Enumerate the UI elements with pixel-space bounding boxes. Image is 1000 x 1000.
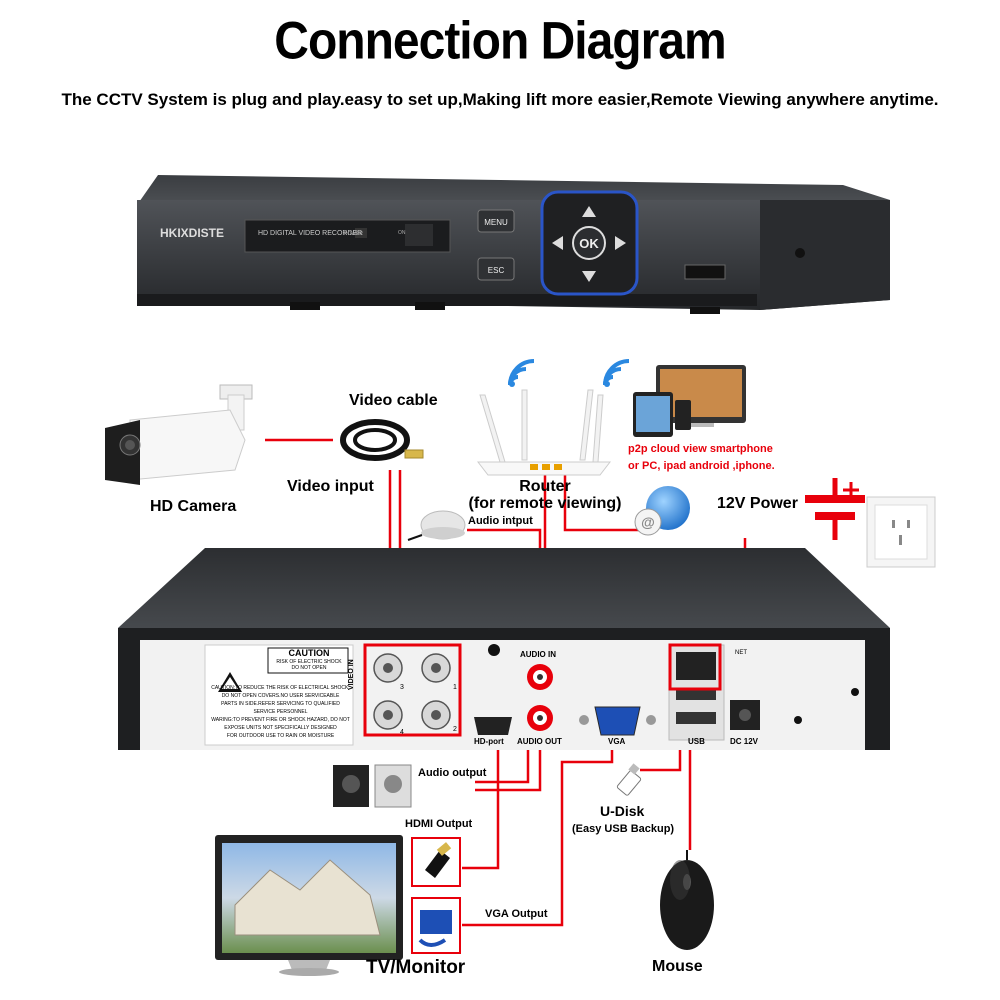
power-label: 12V Power <box>717 495 798 512</box>
vga-output-label: VGA Output <box>485 908 548 920</box>
wifi-icon <box>508 359 535 387</box>
svg-text:@: @ <box>641 514 655 530</box>
audio-in-port-label: AUDIO IN <box>520 650 556 659</box>
dvr-panel-label: HD DIGITAL VIDEO RECORDER <box>258 230 362 237</box>
bnc-number-3: 3 <box>400 684 404 691</box>
esc-button[interactable]: ESC <box>488 266 505 275</box>
hdmi-cable-icon <box>411 837 461 887</box>
audio-input-label: Audio intput <box>468 515 533 527</box>
tv-monitor-icon <box>215 835 403 976</box>
warning-text: CAUTION:TO REDUCE THE RISK OF ELECTRICAL… <box>211 685 350 739</box>
net-port-label: NET <box>735 650 747 656</box>
hd-camera <box>105 384 253 485</box>
dvr-power-label: POWER <box>344 231 363 237</box>
p2p-devices-icon <box>633 365 746 437</box>
caution-sub1: RISK OF ELECTRIC SHOCK <box>276 659 342 665</box>
audio-output-label: Audio output <box>418 767 487 779</box>
router-label: Router <box>519 478 571 495</box>
dc-port-label: DC 12V <box>730 737 759 746</box>
dvr-brand: HKIXDISTE <box>160 226 224 240</box>
tv-monitor-label: TV/Monitor <box>366 957 466 978</box>
internet-globe-icon: @ <box>634 486 690 536</box>
page-title: Connection Diagram <box>274 12 726 71</box>
video-input-label: Video input <box>287 478 374 495</box>
p2p-label-line2: or PC, ipad android ,iphone. <box>628 460 775 472</box>
hd-camera-label: HD Camera <box>150 498 237 515</box>
speakers-icon <box>333 764 412 808</box>
page-subtitle: The CCTV System is plug and play.easy to… <box>61 90 939 109</box>
mouse-label: Mouse <box>652 958 703 975</box>
vga-cable-icon <box>411 897 461 954</box>
microphone-icon <box>407 510 466 541</box>
vga-port-label: VGA <box>608 737 626 746</box>
mouse-icon <box>660 850 714 950</box>
menu-button[interactable]: MENU <box>484 218 508 227</box>
video-in-label: VIDEO IN <box>348 659 355 690</box>
video-cable <box>340 419 424 461</box>
audio-out-port-label: AUDIO OUT <box>517 737 562 746</box>
router-sub-label: (for remote viewing) <box>468 495 622 512</box>
hdmi-output-label: HDMI Output <box>405 818 473 830</box>
router <box>476 389 612 476</box>
hd-port-label: HD-port <box>474 737 504 746</box>
ok-button[interactable]: OK <box>579 236 599 251</box>
usb-disk-icon <box>616 763 642 796</box>
caution-sub2: DO NOT OPEN <box>291 665 327 671</box>
dvr-on-label: ON <box>398 230 406 236</box>
udisk-label: U-Disk <box>600 803 645 819</box>
wifi-icon <box>603 359 630 387</box>
udisk-sub-label: (Easy USB Backup) <box>572 823 675 835</box>
p2p-label-line1: p2p cloud view smartphone <box>628 443 773 455</box>
dvr-rear <box>118 548 890 750</box>
caution-title: CAUTION <box>288 648 330 658</box>
bnc-number-2: 2 <box>453 726 457 733</box>
dvr-front <box>137 175 890 314</box>
bnc-number-4: 4 <box>400 729 404 736</box>
video-cable-label: Video cable <box>349 392 438 409</box>
usb-port-label: USB <box>688 737 705 746</box>
dc-power-icon <box>805 478 865 540</box>
wall-outlet-icon <box>866 496 936 568</box>
bnc-number-1: 1 <box>453 684 457 691</box>
